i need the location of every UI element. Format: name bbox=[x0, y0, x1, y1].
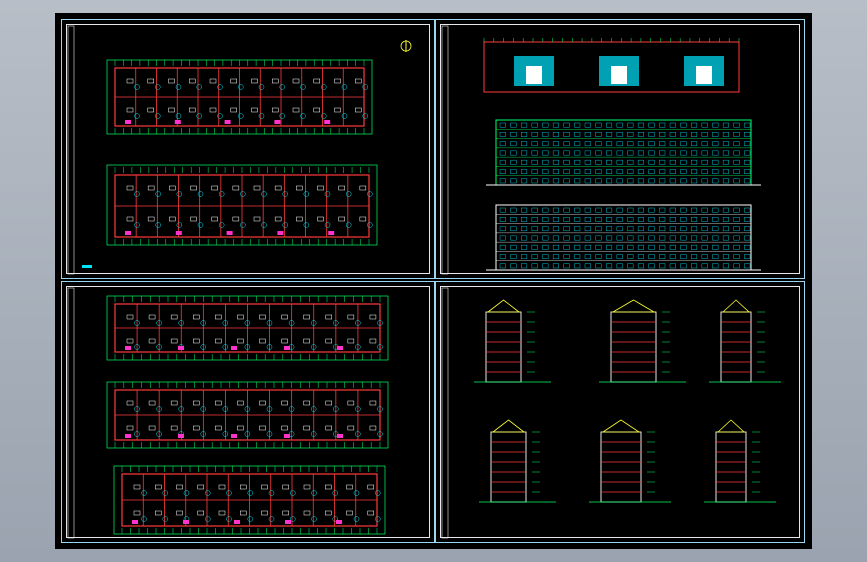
sheet-inner-border bbox=[440, 286, 800, 538]
sheet-top-left[interactable] bbox=[61, 19, 435, 279]
sheet-inner-border bbox=[66, 24, 430, 274]
sections bbox=[441, 287, 781, 539]
north-arrow-icon bbox=[400, 40, 412, 52]
cad-drawing-viewport[interactable] bbox=[55, 13, 812, 549]
sheet-bottom-right[interactable] bbox=[435, 281, 805, 543]
sheet-bottom-left[interactable] bbox=[61, 281, 435, 543]
sheet-inner-border bbox=[66, 286, 430, 538]
sheet-inner-border bbox=[440, 24, 800, 274]
elevations bbox=[441, 25, 761, 275]
floor-plans-bottom bbox=[67, 287, 389, 539]
sheet-top-right[interactable] bbox=[435, 19, 805, 279]
floor-plans-top bbox=[67, 25, 412, 275]
